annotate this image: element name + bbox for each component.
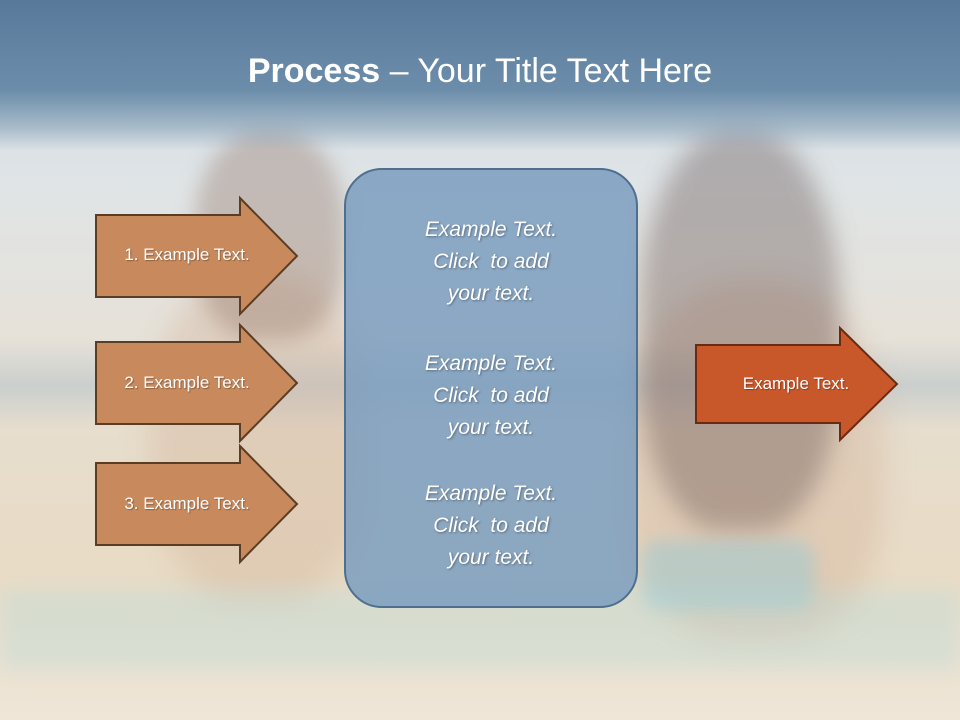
center-text-block-3[interactable]: Example Text. Click to add your text. xyxy=(346,478,636,574)
input-arrow-3[interactable] xyxy=(95,443,299,565)
block-line: Click to add xyxy=(433,384,549,407)
right-person-swimsuit xyxy=(640,540,815,610)
title-band xyxy=(0,0,960,150)
title-bold: Process xyxy=(247,52,381,90)
block-line: Example Text. xyxy=(424,482,558,505)
input-arrow-2-label: 2. Example Text. xyxy=(124,373,250,392)
block-line: Click to add xyxy=(433,250,549,273)
input-arrow-3-label: 3. Example Text. xyxy=(124,494,250,513)
title-rest: – Your Title Text Here xyxy=(380,52,713,90)
input-arrow-1[interactable] xyxy=(95,195,299,317)
block-line: Example Text. xyxy=(424,218,558,241)
right-person-hair xyxy=(640,130,840,530)
output-arrow[interactable] xyxy=(695,325,899,443)
center-text-box[interactable]: Example Text. Click to add your text. Ex… xyxy=(344,168,638,608)
output-arrow-label: Example Text. xyxy=(742,374,850,393)
block-line: your text. xyxy=(447,282,535,305)
block-line: your text. xyxy=(447,416,535,439)
slide-title[interactable]: Process – Your Title Text Here xyxy=(0,52,960,91)
input-arrow-1-label: 1. Example Text. xyxy=(124,245,250,264)
center-text-block-1[interactable]: Example Text. Click to add your text. xyxy=(346,214,636,310)
center-text-block-2[interactable]: Example Text. Click to add your text. xyxy=(346,348,636,444)
block-line: Example Text. xyxy=(424,352,558,375)
block-line: Click to add xyxy=(433,514,549,537)
input-arrow-2[interactable] xyxy=(95,322,299,444)
block-line: your text. xyxy=(447,546,535,569)
